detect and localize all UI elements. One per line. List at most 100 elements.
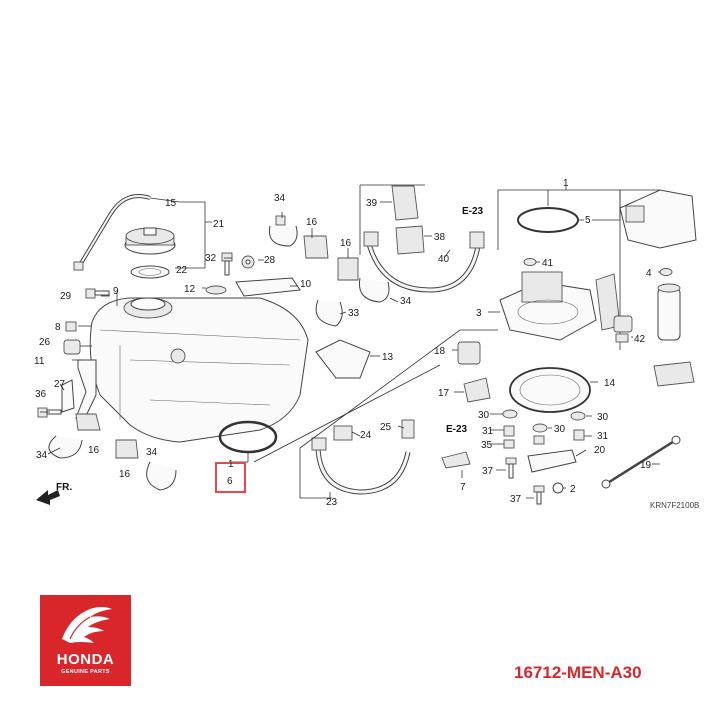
callout-29[interactable]: 29 (60, 291, 72, 302)
callout-32[interactable]: 32 (205, 253, 217, 264)
grommet-12[interactable] (205, 285, 227, 295)
nuts-35[interactable] (503, 435, 545, 449)
joint-25[interactable] (401, 419, 415, 439)
callout-12[interactable]: 12 (184, 284, 196, 295)
callout-14[interactable]: 14 (604, 378, 616, 389)
callout-25[interactable]: 25 (380, 422, 392, 433)
callout-33[interactable]: 33 (348, 308, 360, 319)
callout-27[interactable]: 27 (54, 379, 66, 390)
clamp-34-bottom[interactable] (146, 461, 177, 491)
callout-34-mid[interactable]: 34 (400, 296, 412, 307)
bolt-37-a[interactable] (505, 457, 517, 479)
washer-4[interactable] (659, 268, 673, 276)
callout-28[interactable]: 28 (264, 255, 276, 266)
bolt-29[interactable] (85, 288, 110, 299)
callout-20[interactable]: 20 (594, 445, 606, 456)
callout-34-bottom[interactable]: 34 (146, 447, 158, 458)
cap-gasket[interactable] (130, 265, 170, 279)
cushion-16-left[interactable] (75, 413, 101, 431)
fuel-hose-40[interactable] (363, 231, 485, 293)
bracket-27[interactable] (61, 379, 75, 413)
callout-31-a[interactable]: 31 (482, 426, 494, 437)
cushion-26[interactable] (63, 339, 81, 355)
callout-3[interactable]: 3 (476, 308, 482, 319)
callout-26[interactable]: 26 (39, 337, 51, 348)
callout-23[interactable]: 23 (326, 497, 338, 508)
breather-tube[interactable] (73, 194, 151, 271)
callout-16-mid[interactable]: 16 (340, 238, 352, 249)
clamp-34-mid[interactable] (358, 277, 390, 303)
pump-motor[interactable] (657, 283, 681, 341)
callout-5[interactable]: 5 (585, 215, 591, 226)
fuel-cap[interactable] (124, 227, 176, 255)
stay-20[interactable] (527, 449, 577, 473)
callout-19[interactable]: 19 (640, 460, 652, 471)
callout-36[interactable]: 36 (35, 389, 47, 400)
callout-30-a[interactable]: 30 (478, 410, 490, 421)
callout-39[interactable]: 39 (366, 198, 378, 209)
callout-8[interactable]: 8 (55, 322, 61, 333)
cover-13[interactable] (315, 339, 371, 379)
callout-40[interactable]: 40 (438, 254, 450, 265)
washers-30[interactable] (502, 409, 586, 433)
wire-19[interactable] (601, 435, 681, 489)
gasket-14[interactable] (509, 367, 591, 413)
cushion-16-top[interactable] (303, 235, 329, 259)
callout-10[interactable]: 10 (300, 279, 312, 290)
callout-38[interactable]: 38 (434, 232, 446, 243)
callout-13[interactable]: 13 (382, 352, 394, 363)
fuel-tank[interactable] (89, 297, 309, 443)
callout-22[interactable]: 22 (176, 265, 188, 276)
regulator[interactable] (653, 361, 695, 387)
washer-28[interactable] (241, 255, 255, 269)
nut-41[interactable] (523, 258, 537, 266)
fuel-hose-23[interactable] (311, 437, 411, 495)
fuel-pump-3[interactable] (499, 271, 597, 341)
callout-24[interactable]: 24 (360, 430, 372, 441)
callout-1-left[interactable]: 1 (228, 459, 234, 470)
plate-10[interactable] (235, 277, 301, 297)
callout-34-top[interactable]: 34 (274, 193, 286, 204)
callout-37-b[interactable]: 37 (510, 494, 522, 505)
callout-30-c[interactable]: 30 (597, 412, 609, 423)
clamp-33[interactable] (315, 299, 343, 327)
callout-21[interactable]: 21 (213, 219, 225, 230)
callout-42[interactable]: 42 (634, 334, 646, 345)
callout-37-a[interactable]: 37 (482, 466, 494, 477)
callout-17[interactable]: 17 (438, 388, 450, 399)
joint-38[interactable] (395, 225, 425, 255)
callout-18[interactable]: 18 (434, 346, 446, 357)
cushion-18[interactable] (457, 341, 481, 365)
filter-42[interactable] (613, 315, 633, 343)
bracket-7[interactable] (441, 451, 471, 469)
callout-16-top[interactable]: 16 (306, 217, 318, 228)
callout-35-a[interactable]: 35 (481, 440, 493, 451)
joint-39[interactable] (391, 185, 419, 221)
callout-31-b[interactable]: 31 (597, 431, 609, 442)
nut-8[interactable] (65, 321, 77, 332)
collars-31[interactable] (503, 425, 585, 441)
gasket-5[interactable] (517, 207, 579, 233)
bolt-36[interactable] (37, 407, 62, 418)
callout-34-left[interactable]: 34 (36, 450, 48, 461)
bracket-11[interactable] (75, 359, 97, 421)
callout-30-b[interactable]: 30 (554, 424, 566, 435)
fuel-level-sensor[interactable] (619, 189, 697, 249)
callout-9[interactable]: 9 (113, 286, 119, 297)
clip-17[interactable] (463, 377, 491, 403)
callout-41[interactable]: 41 (542, 258, 554, 269)
callout-7[interactable]: 7 (460, 482, 466, 493)
callout-16-bottom[interactable]: 16 (119, 469, 131, 480)
callout-4[interactable]: 4 (646, 268, 652, 279)
bolt-37-b[interactable] (533, 485, 545, 505)
cushion-16-mid[interactable] (337, 257, 359, 281)
clip-2[interactable] (552, 482, 564, 494)
callout-6[interactable]: 6 (227, 476, 233, 487)
callout-11[interactable]: 11 (34, 356, 45, 367)
callout-2[interactable]: 2 (570, 484, 576, 495)
callout-1[interactable]: 1 (563, 178, 569, 189)
clip-24[interactable] (333, 425, 353, 441)
callout-15[interactable]: 15 (165, 198, 177, 209)
callout-16-left[interactable]: 16 (88, 445, 100, 456)
cushion-16-bottom[interactable] (115, 439, 139, 459)
